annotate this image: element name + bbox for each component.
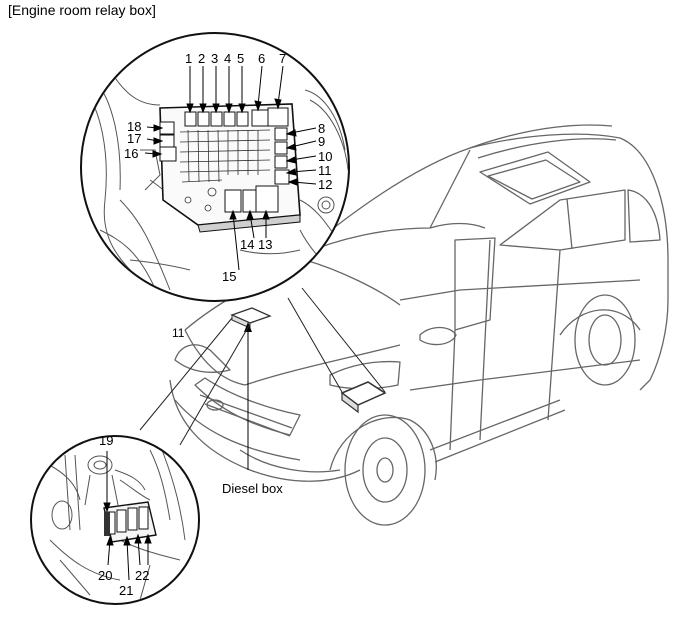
- callout-13: 13: [258, 237, 272, 252]
- callout-19: 19: [99, 433, 113, 448]
- vehicle-outline: [169, 124, 669, 526]
- vehicle-label-11: 11: [172, 326, 185, 340]
- callout-9: 9: [318, 134, 325, 149]
- callout-5: 5: [237, 51, 244, 66]
- callout-3: 3: [211, 51, 218, 66]
- callout-8: 8: [318, 121, 325, 136]
- callout-12: 12: [318, 177, 332, 192]
- callout-11: 11: [318, 163, 332, 178]
- callout-4: 4: [224, 51, 231, 66]
- callout-14: 14: [240, 237, 254, 252]
- diesel-box-label: Diesel box: [222, 481, 283, 496]
- callout-16: 16: [124, 146, 138, 161]
- callout-18: 18: [127, 119, 141, 134]
- bottom-callout-labels: 19 20 21 22: [98, 433, 149, 598]
- callout-10: 10: [318, 149, 332, 164]
- diesel-box-magnifier: [30, 435, 200, 605]
- engine-relay-box-magnifier: [80, 32, 350, 302]
- callout-15: 15: [222, 269, 236, 284]
- callout-20: 20: [98, 568, 112, 583]
- callout-22: 22: [135, 568, 149, 583]
- callout-6: 6: [258, 51, 265, 66]
- callout-7: 7: [279, 51, 286, 66]
- callout-2: 2: [198, 51, 205, 66]
- top-callout-labels: 1 2 3 4 5 6 7 8 9 10 11 12 13 14 15 16 1…: [124, 51, 332, 284]
- callout-17: 17: [127, 131, 141, 146]
- callout-1: 1: [185, 51, 192, 66]
- diagram-title: [Engine room relay box]: [8, 2, 156, 18]
- callout-21: 21: [119, 583, 133, 598]
